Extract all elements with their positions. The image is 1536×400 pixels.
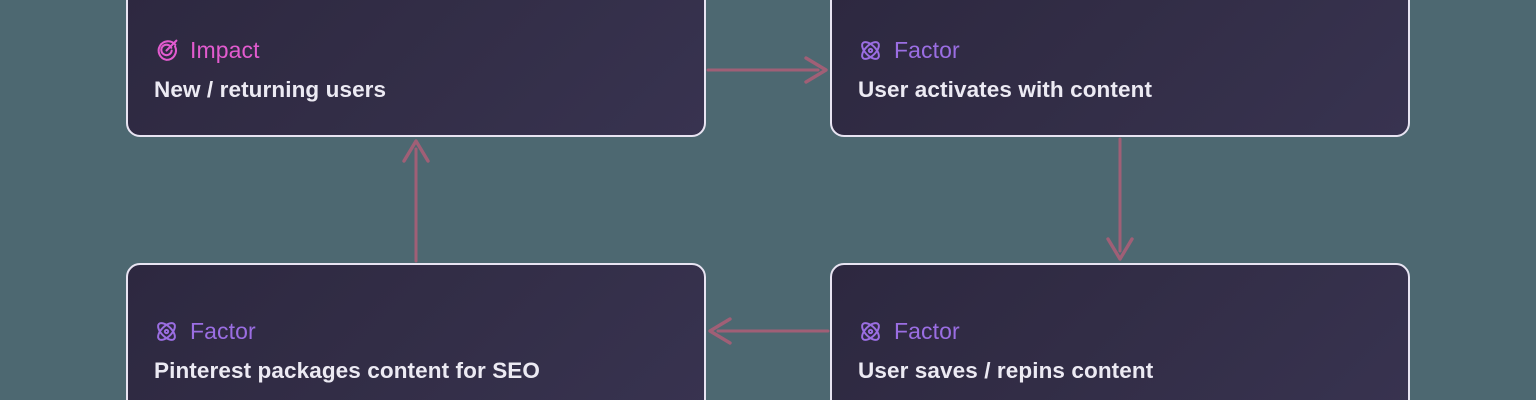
- arrow-right-top: [706, 56, 828, 84]
- arrow-left-bottom: [708, 317, 830, 345]
- card-title: Pinterest packages content for SEO: [154, 358, 541, 384]
- card-kind-label: Factor: [894, 318, 960, 345]
- card-title: New / returning users: [154, 77, 387, 103]
- atom-icon: [157, 322, 176, 341]
- card-kind-label: Factor: [190, 318, 256, 345]
- card-header: Factor: [858, 319, 1382, 344]
- atom-icon: [861, 41, 880, 60]
- node-card-factor-user-activates[interactable]: Factor User activates with content: [830, 0, 1410, 137]
- card-title: User activates with content: [858, 77, 1153, 103]
- card-header: Factor: [154, 319, 678, 344]
- node-card-factor-pinterest-packages[interactable]: Factor Pinterest packages content for SE…: [126, 263, 706, 400]
- target-icon: [157, 39, 178, 61]
- atom-icon: [861, 322, 880, 341]
- node-card-impact-new-returning-users[interactable]: Impact New / returning users: [126, 0, 706, 137]
- node-card-factor-user-saves-repins[interactable]: Factor User saves / repins content: [830, 263, 1410, 400]
- arrow-down-right: [1106, 137, 1134, 261]
- card-kind-label: Factor: [894, 37, 960, 64]
- card-header: Factor: [858, 38, 1382, 63]
- card-kind-label: Impact: [190, 37, 260, 64]
- card-title: User saves / repins content: [858, 358, 1154, 384]
- card-header: Impact: [154, 38, 678, 63]
- arrow-up-left: [402, 139, 430, 263]
